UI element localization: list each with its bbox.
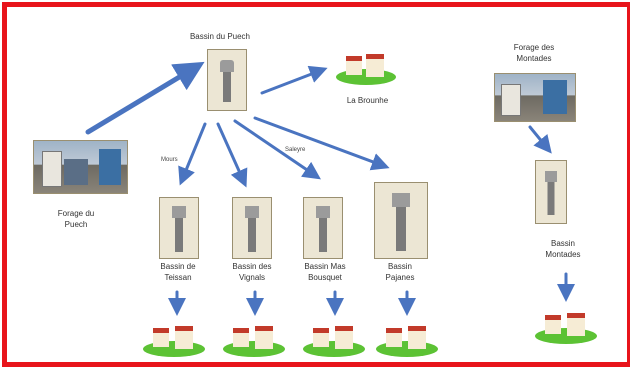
edge-label-saleyre: Saleyre [285, 147, 306, 153]
arrow-puech-to-teissan [178, 122, 207, 186]
bassin-pajanes-label-line2: Pajanes [385, 272, 415, 282]
bassin-pajanes-label-line1: Bassin [387, 262, 412, 271]
arrow-montades-forage-to-basin [528, 125, 552, 154]
forage-puech-label-line2: Puech [64, 219, 88, 229]
edge-label-mours: Mours [161, 157, 178, 163]
village-icon-montades [535, 300, 597, 344]
water-tower-photo-mas-bousquet [303, 197, 343, 259]
borehole-photo-puech [33, 140, 128, 194]
bassin-puech-label: Bassin du Puech [189, 32, 251, 41]
bassin-vignals-label-line1: Bassin des [232, 262, 272, 271]
water-tower-photo-pajanes [374, 182, 428, 259]
forage-puech-label-line1: Forage du [57, 209, 95, 218]
village-icon-vignals [223, 313, 285, 357]
arrow-puech-to-mas-bousquet [233, 119, 321, 180]
water-tower-photo-teissan [159, 197, 199, 259]
water-tower-photo-montades [535, 160, 567, 224]
village-icon-mas-bousquet [303, 313, 365, 357]
village-icon-brounhe [336, 41, 396, 85]
arrow-puech-to-brounhe [260, 65, 328, 95]
village-icon-teissan [143, 313, 205, 357]
forage-montades-label-line2: Montades [516, 53, 552, 63]
village-icon-pajanes [376, 313, 438, 357]
bassin-montades-label-line2: Montades [545, 249, 581, 259]
water-tower-photo-puech [207, 49, 247, 111]
arrow-forage-to-puech [85, 61, 205, 135]
forage-montades-label-line1: Forage des [513, 43, 555, 52]
borehole-photo-montades [494, 73, 576, 122]
bassin-teissan-label-line2: Teissan [164, 272, 192, 282]
bassin-mas-bousquet-label-line1: Bassin Mas [304, 262, 346, 271]
arrow-puech-to-pajanes [253, 116, 390, 171]
brounhe-label: La Brounhe [346, 96, 389, 105]
water-tower-photo-vignals [232, 197, 272, 259]
bassin-vignals-label-line2: Vignals [238, 272, 266, 282]
bassin-mas-bousquet-label-line2: Bousquet [308, 272, 342, 282]
bassin-montades-label-line1: Bassin [550, 239, 575, 248]
bassin-teissan-label-line1: Bassin de [160, 262, 196, 271]
arrow-puech-to-vignals [216, 122, 248, 188]
